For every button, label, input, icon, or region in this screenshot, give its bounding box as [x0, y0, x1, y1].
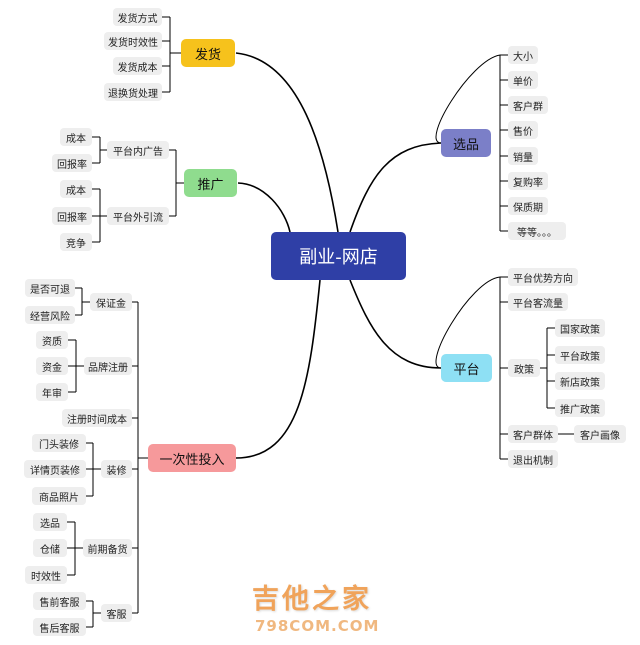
- watermark-url: 798COM.COM: [255, 617, 380, 635]
- service-item: 售后客服: [33, 618, 86, 636]
- promotion-outer-item: 回报率: [52, 207, 92, 225]
- branch-shipping: 发货: [181, 39, 235, 67]
- brand-item: 资质: [36, 331, 68, 349]
- promotion-inner-ads: 平台内广告: [107, 141, 169, 159]
- customer-portrait: 客户画像: [574, 425, 626, 443]
- decor-item: 商品照片: [32, 487, 86, 505]
- platform-exit: 退出机制: [508, 450, 558, 468]
- promotion-outer-item: 竞争: [60, 233, 92, 251]
- center-topic: 副业-网店: [271, 232, 406, 280]
- branch-platform: 平台: [441, 354, 492, 382]
- shipping-item: 发货成本: [113, 57, 162, 75]
- policy-item: 推广政策: [555, 399, 605, 417]
- selection-item: 单价: [508, 71, 538, 89]
- platform-advantage: 平台优势方向: [508, 268, 578, 286]
- brand-item: 年审: [36, 383, 68, 401]
- deposit-item: 经营风险: [25, 306, 75, 324]
- promotion-inner-item: 回报率: [52, 154, 92, 172]
- watermark-title: 吉他之家: [252, 584, 372, 615]
- stock-item: 仓储: [33, 539, 67, 557]
- selection-item: 保质期: [508, 197, 548, 215]
- policy-item: 平台政策: [555, 346, 605, 364]
- investment-regtime: 注册时间成本: [62, 409, 132, 427]
- selection-item: 大小: [508, 46, 538, 64]
- stock-item: 时效性: [25, 566, 67, 584]
- selection-item: 销量: [508, 147, 538, 165]
- investment-brand: 品牌注册: [84, 357, 132, 375]
- branch-investment: 一次性投入: [148, 444, 236, 472]
- promotion-inner-item: 成本: [60, 128, 92, 146]
- branch-promotion: 推广: [184, 169, 237, 197]
- promotion-outer-item: 成本: [60, 180, 92, 198]
- shipping-item: 发货时效性: [104, 32, 162, 50]
- decor-item: 详情页装修: [24, 460, 86, 478]
- policy-item: 新店政策: [555, 372, 605, 390]
- selection-item: 复购率: [508, 172, 548, 190]
- shipping-item: 退换货处理: [104, 83, 162, 101]
- investment-stock: 前期备货: [83, 539, 132, 557]
- selection-item: 等等。。。: [508, 222, 566, 240]
- policy-item: 国家政策: [555, 319, 605, 337]
- brand-item: 资金: [36, 357, 68, 375]
- selection-item: 售价: [508, 121, 538, 139]
- service-item: 售前客服: [33, 592, 86, 610]
- promotion-outer-traffic: 平台外引流: [107, 207, 169, 225]
- stock-item: 选品: [33, 513, 67, 531]
- platform-policy: 政策: [508, 359, 540, 377]
- decor-item: 门头装修: [32, 434, 86, 452]
- branch-selection: 选品: [441, 129, 491, 157]
- shipping-item: 发货方式: [113, 8, 162, 26]
- selection-item: 客户群: [508, 96, 548, 114]
- platform-customer-group: 客户群体: [508, 425, 558, 443]
- investment-deposit: 保证金: [90, 293, 132, 311]
- investment-service: 客服: [101, 604, 132, 622]
- platform-traffic: 平台客流量: [508, 293, 568, 311]
- deposit-item: 是否可退: [25, 279, 75, 297]
- investment-decor: 装修: [101, 460, 132, 478]
